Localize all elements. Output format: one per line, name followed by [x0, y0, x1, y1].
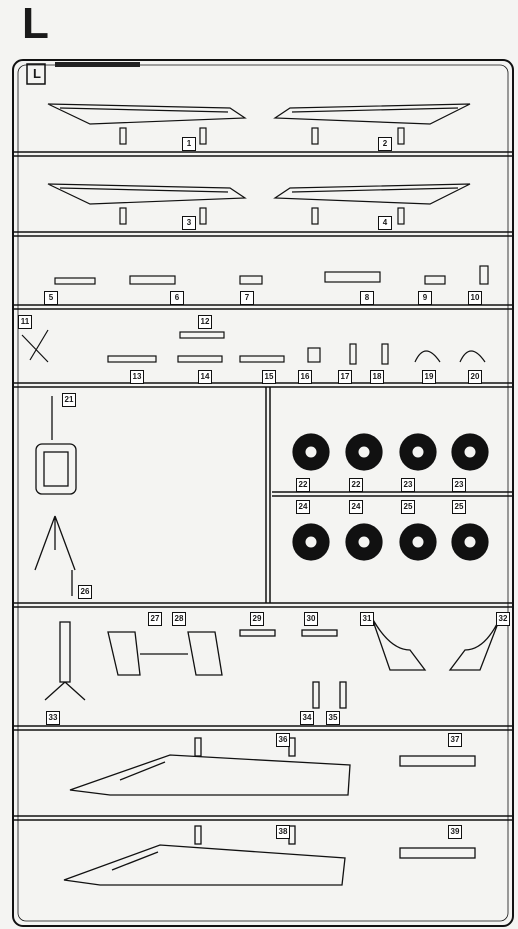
part-number-p14: 14: [198, 370, 212, 384]
part-number-p37: 37: [448, 733, 462, 747]
part-number-p9: 9: [418, 291, 432, 305]
part-number-p8: 8: [360, 291, 374, 305]
long-parts: [63, 737, 476, 886]
part-number-p38: 38: [276, 825, 290, 839]
part-number-p1: 1: [182, 137, 196, 151]
part-number-p11: 11: [18, 315, 32, 329]
part-number-p30: 30: [304, 612, 318, 626]
part-number-p15: 15: [262, 370, 276, 384]
sheet-letter: L: [22, 0, 49, 48]
wheel-hubs: [304, 445, 477, 549]
part-number-p22a: 22: [296, 478, 310, 492]
frame-tag-box: [26, 63, 46, 85]
part-number-p17: 17: [338, 370, 352, 384]
part-number-p31: 31: [360, 612, 374, 626]
part-number-p25b: 25: [452, 500, 466, 514]
part-number-p36: 36: [276, 733, 290, 747]
part-number-p21: 21: [62, 393, 76, 407]
part-number-p29: 29: [250, 612, 264, 626]
small-parts: [21, 265, 489, 365]
part-number-p3: 3: [182, 216, 196, 230]
part-number-p2: 2: [378, 137, 392, 151]
part-number-p16: 16: [298, 370, 312, 384]
frame-tag: L: [33, 66, 41, 81]
part-number-p24b: 24: [349, 500, 363, 514]
part-number-p23b: 23: [452, 478, 466, 492]
part-number-p34: 34: [300, 711, 314, 725]
flap-parts: [47, 103, 471, 225]
sprue-frame-inner: [17, 64, 509, 922]
part-number-p22b: 22: [349, 478, 363, 492]
part-number-p33: 33: [46, 711, 60, 725]
part-number-p23a: 23: [401, 478, 415, 492]
part-number-p19: 19: [422, 370, 436, 384]
part-number-p10: 10: [468, 291, 482, 305]
part-number-p12: 12: [198, 315, 212, 329]
part-number-p4: 4: [378, 216, 392, 230]
part-number-p25a: 25: [401, 500, 415, 514]
part-number-p7: 7: [240, 291, 254, 305]
part-number-p24a: 24: [296, 500, 310, 514]
part-number-p6: 6: [170, 291, 184, 305]
part-number-p18: 18: [370, 370, 384, 384]
part-number-p5: 5: [44, 291, 58, 305]
part-number-p13: 13: [130, 370, 144, 384]
wheels: [292, 433, 489, 561]
runners: [13, 151, 513, 821]
gear-parts: [34, 396, 501, 709]
part-number-p26: 26: [78, 585, 92, 599]
part-number-p32: 32: [496, 612, 510, 626]
part-number-p28: 28: [172, 612, 186, 626]
part-number-p20: 20: [468, 370, 482, 384]
part-number-p35: 35: [326, 711, 340, 725]
gate-label-bar: [55, 62, 140, 67]
part-number-p27: 27: [148, 612, 162, 626]
part-number-p39: 39: [448, 825, 462, 839]
sprue-frame: [12, 59, 514, 927]
